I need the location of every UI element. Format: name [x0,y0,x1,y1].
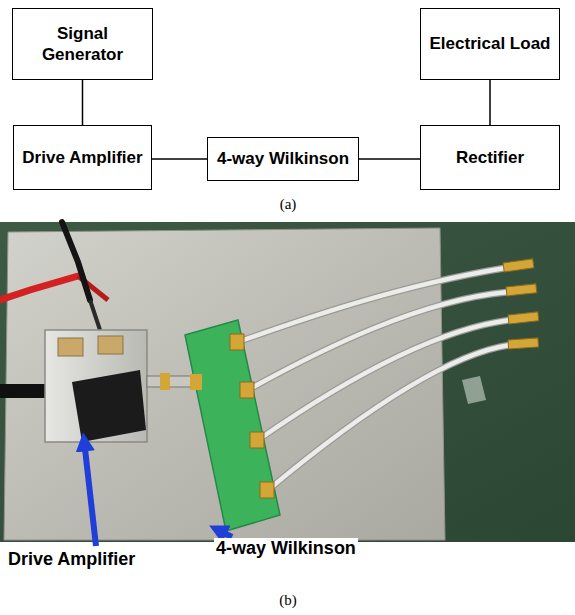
box-label: Drive Amplifier [22,147,142,168]
amplifier-terminal [58,338,83,356]
process-box: Electrical Load [420,8,560,80]
box-label: Rectifier [456,147,524,168]
box-label: Signal Generator [20,23,145,66]
amplifier-housing [45,330,147,442]
process-box: 4-way Wilkinson [207,137,359,181]
sma-connectors [230,259,539,498]
callout-label: 4-way Wilkinson [214,538,358,559]
amplifier-terminal [98,336,123,354]
red-probe [0,276,78,300]
wilkinson-pcb [185,320,280,531]
signal-wire [489,80,491,125]
callout-arrow [216,529,232,537]
box-label: Electrical Load [430,33,551,54]
bench-background [0,222,575,542]
process-box: Rectifier [420,125,560,190]
signal-wire [359,158,420,160]
sma-connector [160,373,170,390]
input-cable [0,384,48,398]
box-label: 4-way Wilkinson [217,148,349,169]
black-probe [62,222,90,300]
sma-connector [190,374,202,390]
coax-cables [238,268,510,490]
process-box: Signal Generator [12,8,153,80]
black-clip [90,300,100,330]
process-box: Drive Amplifier [13,125,152,190]
callout-arrow [84,440,96,546]
subfigure-label: (a) [280,196,297,213]
signal-wire [82,80,84,125]
subfigure-label: (b) [279,592,297,609]
callout-label: Drive Amplifier [6,549,137,570]
black-tape [72,370,146,442]
debris [462,376,486,404]
signal-wire [152,158,207,160]
